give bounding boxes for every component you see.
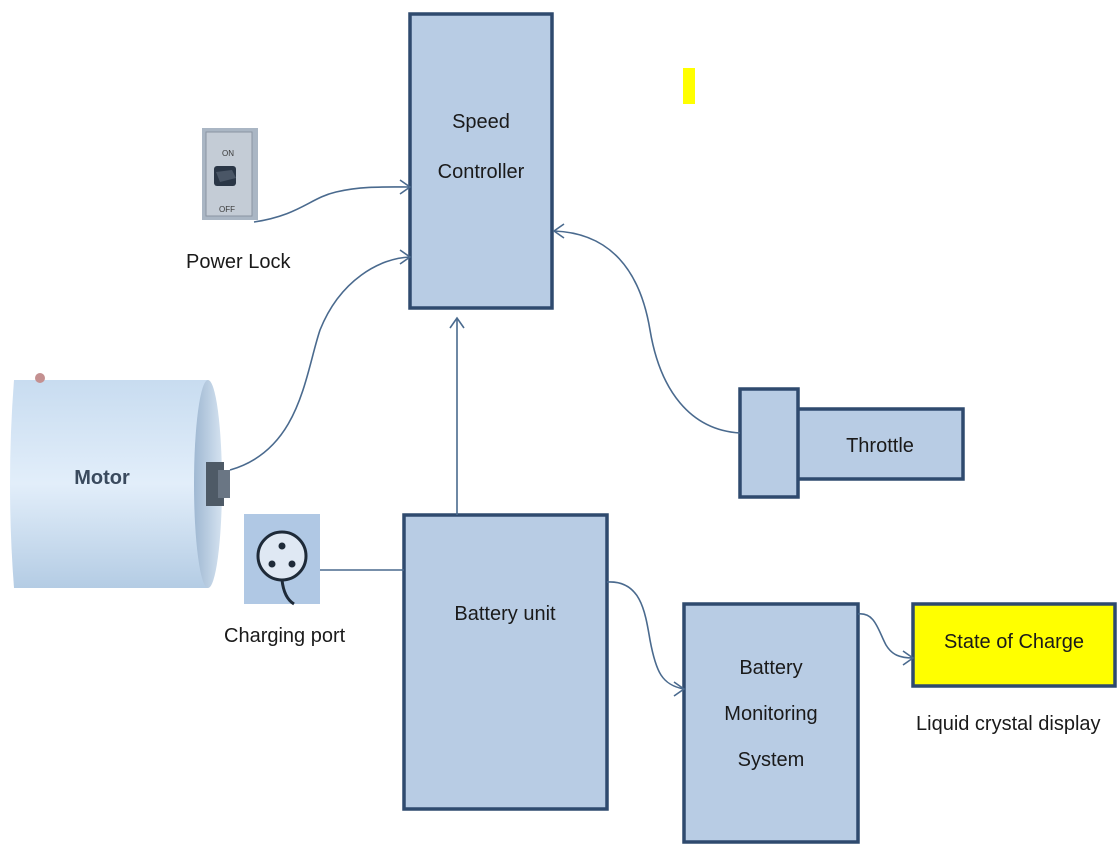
connector-battery-to-bms: [606, 581, 685, 690]
speed-controller-label-line-1: Speed: [452, 111, 510, 133]
speed-controller-label-line-2: Controller: [438, 161, 525, 183]
battery-monitoring-system-block: Battery Monitoring System: [682, 602, 860, 844]
motor-label: Motor: [74, 467, 130, 489]
connector-throttle-to-controller: [553, 230, 741, 434]
power-lock-switch-icon: ON OFF: [202, 128, 258, 220]
connector-power-lock-to-controller: [253, 186, 411, 223]
throttle-label: Throttle: [846, 435, 914, 457]
lcd-caption: Liquid crystal display: [916, 713, 1101, 735]
arrowhead-motor: [399, 249, 412, 265]
battery-unit-label: Battery unit: [454, 603, 556, 625]
state-of-charge-label: State of Charge: [944, 631, 1084, 653]
bms-label-line-2: Monitoring: [724, 703, 817, 725]
power-lock-caption: Power Lock: [186, 251, 291, 273]
arrowhead-bms: [673, 681, 686, 697]
bms-label-line-1: Battery: [739, 657, 802, 679]
arrowhead-power-lock: [399, 179, 412, 195]
switch-off-label: OFF: [219, 205, 235, 214]
charging-port-icon: [244, 514, 320, 606]
motor-icon: Motor: [10, 373, 230, 588]
arrowhead-battery: [449, 316, 465, 329]
connector-motor-to-controller: [229, 256, 411, 471]
state-of-charge-display: State of Charge: [911, 602, 1117, 688]
speed-controller-block: Speed Controller: [408, 12, 554, 310]
charging-port-caption: Charging port: [224, 625, 346, 647]
connector-bms-to-soc: [857, 613, 914, 659]
arrowhead-throttle: [552, 223, 565, 239]
arrowhead-soc: [902, 650, 915, 666]
switch-on-label: ON: [222, 149, 234, 158]
bms-label-line-3: System: [738, 749, 805, 771]
battery-unit-block: Battery unit: [402, 513, 609, 811]
yellow-marker: [683, 68, 695, 104]
throttle-block: Throttle: [738, 387, 965, 499]
